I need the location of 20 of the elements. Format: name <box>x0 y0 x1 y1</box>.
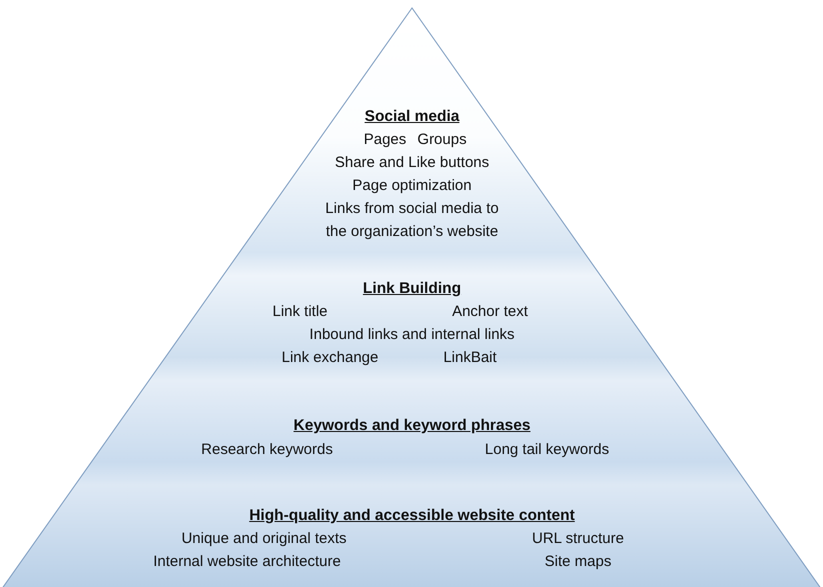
list-item: Inbound links and internal links <box>309 325 515 345</box>
section-heading: Link Building <box>362 279 462 299</box>
list-item: Link exchange <box>282 348 378 368</box>
list-item: Anchor text <box>452 302 528 322</box>
section-heading: Keywords and keyword phrases <box>294 416 530 436</box>
list-item: Share and Like buttons <box>334 153 490 173</box>
section-heading: Social media <box>364 107 460 127</box>
list-item: Unique and original texts <box>181 529 347 549</box>
list-item: Page optimization <box>352 176 472 196</box>
list-item: Internal website architecture <box>153 552 341 572</box>
list-item: Link title <box>272 302 328 322</box>
section-heading: High-quality and accessible website content <box>249 506 575 526</box>
list-item: URL structure <box>532 529 624 549</box>
list-item: Research keywords <box>201 440 333 460</box>
list-item: Groups <box>417 130 467 150</box>
list-item: Links from social media to the organization’s website <box>324 199 500 242</box>
list-item: Site maps <box>544 552 612 572</box>
list-item: Long tail keywords <box>484 440 610 460</box>
list-item: LinkBait <box>443 348 497 368</box>
list-item: Pages <box>364 130 406 150</box>
